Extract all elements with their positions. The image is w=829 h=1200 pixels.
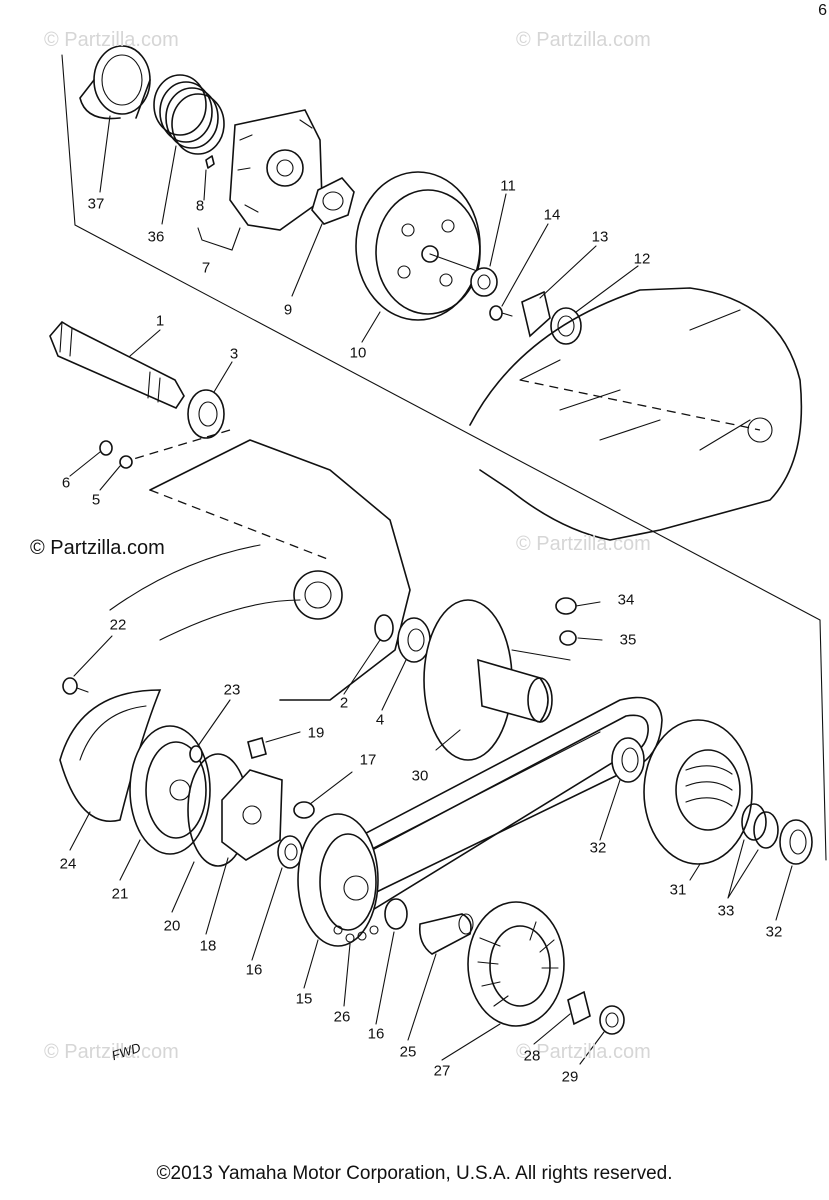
callout-26: 26 <box>333 1008 351 1026</box>
part-7-clutch-carrier <box>205 109 323 231</box>
part-27-fan <box>467 901 565 1027</box>
part-32-oil-seal <box>611 737 645 783</box>
part-12-collar <box>550 307 582 345</box>
callout-37: 37 <box>87 195 105 213</box>
part-35-washer <box>559 630 577 646</box>
part-36-spring <box>153 74 225 155</box>
callout-28: 28 <box>523 1047 541 1065</box>
part-3-bearing <box>187 389 225 439</box>
callout-15: 15 <box>295 990 313 1008</box>
crankcase-outline <box>109 429 411 701</box>
part-13-plate <box>521 290 551 338</box>
callout-9: 9 <box>283 301 293 319</box>
callout-31: 31 <box>669 881 687 899</box>
part-14-bolt <box>489 305 513 321</box>
part-18-cam <box>221 769 283 861</box>
part-37-cup <box>79 45 151 120</box>
part-16-collar-right <box>384 898 408 930</box>
part-32-oil-seal-right <box>779 819 813 865</box>
callout-27: 27 <box>433 1062 451 1080</box>
part-30-fixed-sheave <box>423 599 571 761</box>
callout-22: 22 <box>109 616 127 634</box>
part-31-secondary-sheave <box>643 719 753 865</box>
callout-21: 21 <box>111 885 129 903</box>
callout-16a: 16 <box>245 961 263 979</box>
part-1-primary-shaft <box>49 320 185 410</box>
callout-30: 30 <box>411 767 429 785</box>
callout-17: 17 <box>359 751 377 769</box>
callout-13: 13 <box>591 228 609 246</box>
callout-33: 33 <box>717 902 735 920</box>
part-11-nut <box>470 267 498 297</box>
callout-2: 2 <box>339 694 349 712</box>
callout-6: 6 <box>61 474 71 492</box>
frame-lines <box>61 54 827 861</box>
watermark-top-right: © Partzilla.com <box>516 29 651 51</box>
part-9-nut <box>311 177 355 225</box>
callout-1: 1 <box>155 312 165 330</box>
callout-36: 36 <box>147 228 165 246</box>
part-25-sleeve <box>418 913 474 955</box>
callout-4: 4 <box>375 711 385 729</box>
callout-11: 11 <box>500 177 516 195</box>
copyright-notice: ©2013 Yamaha Motor Corporation, U.S.A. A… <box>156 1163 673 1184</box>
part-34-bolt <box>555 597 577 615</box>
callout-24: 24 <box>59 855 77 873</box>
part-6-bolt <box>99 440 113 456</box>
crankcase-cover-outline <box>469 287 803 541</box>
callout-35: 35 <box>619 631 637 649</box>
callout-18: 18 <box>199 937 217 955</box>
part-5-washer <box>119 455 133 469</box>
callout-14: 14 <box>543 206 561 224</box>
leader-lines <box>69 115 793 1065</box>
callout-32b: 32 <box>765 923 783 941</box>
watermark-mid-left: © Partzilla.com <box>30 537 165 559</box>
callout-12: 12 <box>633 250 651 268</box>
callout-34: 34 <box>617 591 635 609</box>
part-22-screw <box>62 677 89 695</box>
fwd-text: FWD <box>109 1039 143 1063</box>
watermark-bottom-right: © Partzilla.com <box>516 1041 651 1063</box>
callout-29: 29 <box>561 1068 579 1086</box>
watermark-bottom-left: © Partzilla.com <box>44 1041 179 1063</box>
corner-mark: 6 <box>818 2 827 19</box>
part-33-o-rings <box>741 803 779 849</box>
callout-20: 20 <box>163 917 181 935</box>
part-15-movable-sheave <box>297 813 379 947</box>
callout-25: 25 <box>399 1043 417 1061</box>
part-2-circlip <box>374 614 394 642</box>
part-26-rollers <box>333 925 379 943</box>
part-23-slider <box>189 745 203 763</box>
callout-19: 19 <box>307 724 325 742</box>
callout-32a: 32 <box>589 839 607 857</box>
callout-3: 3 <box>229 345 239 363</box>
callout-23: 23 <box>223 681 241 699</box>
part-29-nut <box>599 1005 625 1035</box>
watermark-mid-right: © Partzilla.com <box>516 533 651 555</box>
part-10-clutch-housing <box>355 171 481 321</box>
callout-7: 7 <box>201 259 211 277</box>
callout-16b: 16 <box>367 1025 385 1043</box>
part-24-cover <box>59 689 162 822</box>
callout-5: 5 <box>91 491 101 509</box>
callout-10: 10 <box>349 344 367 362</box>
watermark-top-left: © Partzilla.com <box>44 29 179 51</box>
part-16-collar <box>277 835 303 869</box>
part-28-washer <box>567 990 591 1026</box>
callout-8: 8 <box>195 197 205 215</box>
part-17-weight <box>293 801 315 819</box>
part-19-slider <box>247 737 267 759</box>
